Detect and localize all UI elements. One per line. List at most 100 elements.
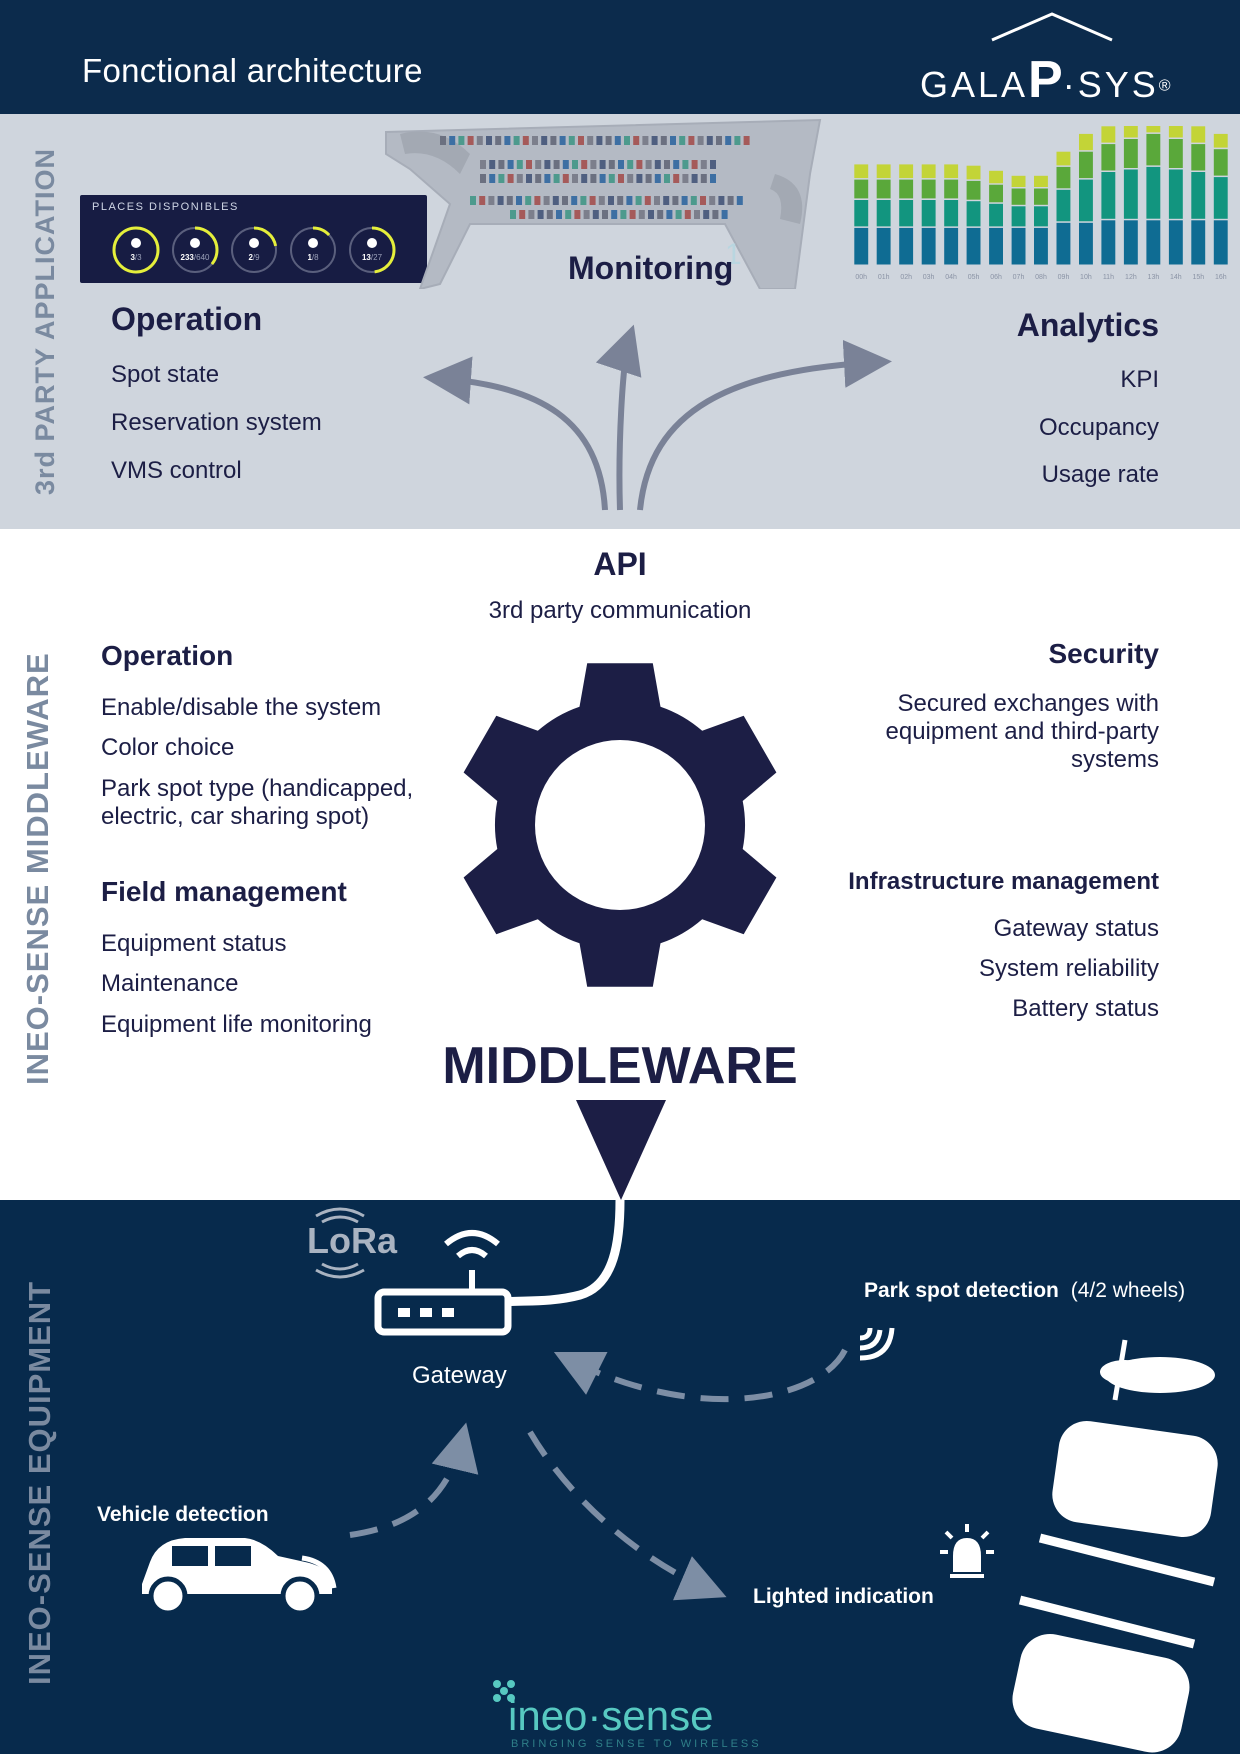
map-spot: [526, 174, 532, 183]
chart-tick-label: 06h: [990, 274, 1002, 281]
analytics-title: Analytics: [1016, 307, 1159, 343]
map-spot: [504, 136, 511, 145]
map-spot: [611, 210, 618, 219]
park-spot-sub: (4/2 wheels): [1070, 1279, 1186, 1302]
chart-tick-label: 01h: [878, 274, 890, 281]
chart-bar: [966, 180, 981, 200]
map-spot: [550, 136, 557, 145]
map-spot: [688, 136, 695, 145]
map-level-label: 1: [725, 238, 742, 271]
map-spot: [506, 196, 513, 205]
map-spot: [712, 210, 719, 219]
map-spot: [526, 160, 532, 169]
map-spot: [572, 174, 578, 183]
places-value: 3: [130, 253, 135, 262]
galapsys-logo: GALAP·SYS®: [920, 12, 1190, 109]
chart-tick-label: 07h: [1013, 274, 1025, 281]
security-line: Secured exchanges with: [897, 690, 1160, 717]
map-spot: [599, 160, 606, 169]
lora-logo: LoRa: [307, 1220, 397, 1261]
map-spot: [537, 210, 544, 219]
map-spot: [544, 160, 551, 169]
chart-bar: [899, 164, 914, 179]
map-spot: [580, 196, 587, 205]
infra-item: Battery status: [1012, 995, 1159, 1022]
chart-bar: [876, 227, 891, 265]
chart-bar: [1213, 133, 1228, 148]
chart-bar: [1146, 220, 1161, 265]
analytics-item: Usage rate: [1041, 461, 1159, 488]
places-count: 3/3: [111, 253, 161, 262]
chart-bar: [966, 201, 981, 227]
map-spot: [440, 136, 446, 145]
middleware-layer-label: INEO-SENSE MIDDLEWARE: [20, 652, 55, 1085]
chart-bar: [1168, 220, 1183, 265]
map-spot: [684, 210, 691, 219]
chart-bar: [1011, 175, 1026, 187]
chart-bar: [1056, 151, 1071, 166]
chart-bar: [921, 200, 936, 227]
map-spot: [605, 136, 612, 145]
map-spot: [727, 196, 734, 205]
chart-bar: [944, 164, 959, 179]
security-line: systems: [1070, 746, 1159, 773]
map-spot: [470, 196, 476, 205]
map-spot: [553, 160, 560, 169]
field-management-title: Field management: [101, 876, 347, 907]
places-total: /3: [134, 253, 142, 262]
places-total: /8: [311, 253, 319, 262]
places-item: 1/8: [288, 225, 338, 275]
park-spot-title: Park spot detection: [864, 1279, 1059, 1302]
map-spot: [651, 136, 658, 145]
chart-tick-label: 03h: [923, 274, 935, 281]
arrow-to-operation: [423, 356, 608, 511]
chart-bar: [1011, 227, 1026, 265]
places-count: 1/8: [288, 253, 338, 262]
map-spot: [721, 210, 728, 219]
chart-bar: [1191, 220, 1206, 265]
app-operation-item: Reservation system: [111, 409, 322, 436]
chart-tick-label: 05h: [968, 274, 980, 281]
map-spot: [608, 174, 615, 183]
arrow-to-monitoring: [595, 324, 642, 511]
logo-registered: ®: [1158, 77, 1171, 95]
map-spot: [654, 196, 660, 205]
map-spot: [654, 160, 661, 169]
map-spot: [590, 160, 597, 169]
chart-bar: [1168, 126, 1183, 138]
map-spot: [522, 136, 529, 145]
chart-bar: [944, 200, 959, 227]
mw-operation-item: Enable/disable the system: [101, 694, 382, 721]
vehicle-detection-label: Vehicle detection: [97, 1503, 269, 1526]
map-spot: [743, 136, 750, 145]
logo-roof-icon: [991, 12, 1113, 42]
map-spot: [636, 174, 643, 183]
map-spot: [608, 160, 615, 169]
places-total: /9: [252, 253, 260, 262]
chart-bar: [1079, 179, 1093, 222]
infra-item: System reliability: [978, 955, 1159, 982]
app-operation-item: VMS control: [111, 457, 242, 484]
chart-bar: [1034, 206, 1048, 227]
chart-tick-label: 12h: [1125, 274, 1137, 281]
chart-bar: [1213, 220, 1228, 265]
map-spot: [592, 210, 599, 219]
map-spot: [486, 136, 492, 145]
chart-bar: [876, 200, 891, 227]
chart-tick-label: 11h: [1103, 274, 1114, 281]
map-spot: [703, 210, 710, 219]
chart-bar: [1146, 133, 1161, 166]
header-bar: [0, 0, 1240, 114]
chart-tick-label: 13h: [1148, 274, 1160, 281]
map-spot: [614, 136, 621, 145]
map-spot: [666, 210, 673, 219]
map-spot: [682, 174, 689, 183]
map-spot: [497, 196, 504, 205]
map-spot: [535, 174, 542, 183]
gateway-label: Gateway: [412, 1362, 507, 1389]
map-spot: [691, 160, 698, 169]
chart-tick-label: 00h: [855, 274, 867, 281]
chart-bar: [876, 164, 891, 179]
chart-tick-label: 08h: [1035, 274, 1047, 281]
